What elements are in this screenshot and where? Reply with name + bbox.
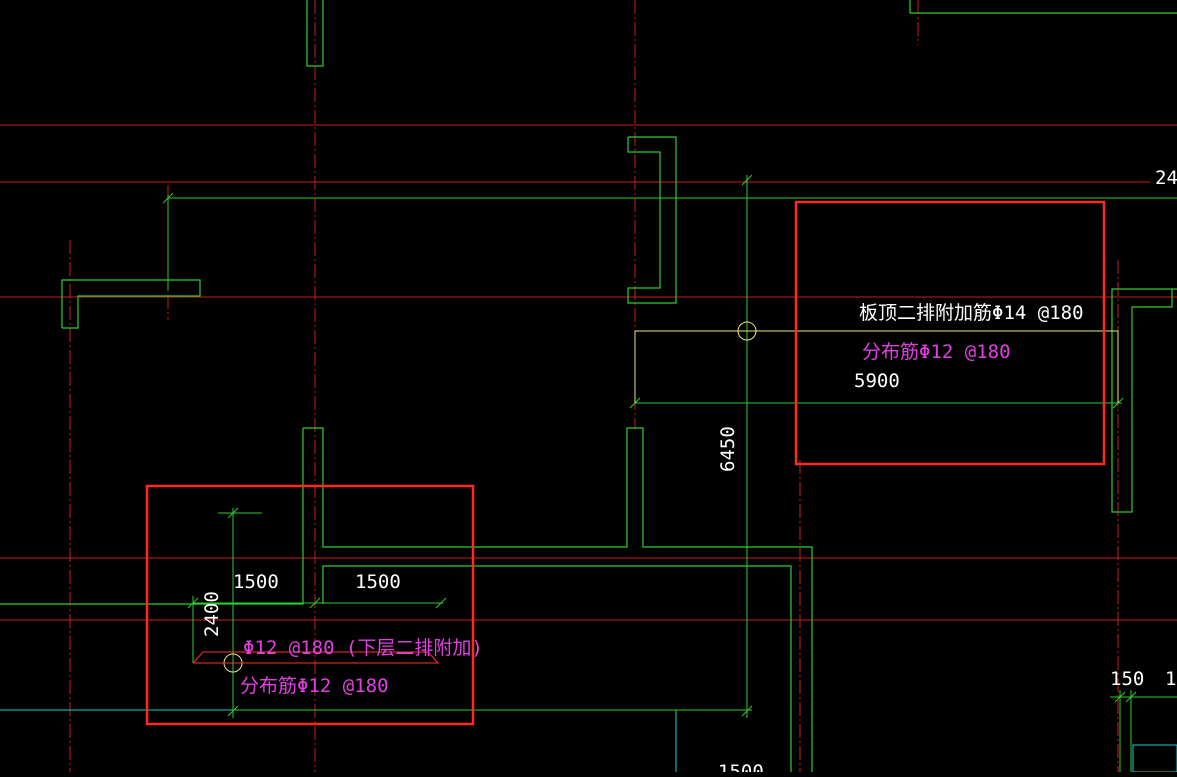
dim-tick <box>162 192 174 204</box>
dim-tick <box>309 597 321 609</box>
label-lower-rebar: Φ12 @180 (下层二排附加) <box>243 637 483 659</box>
highlight-box-right[interactable] <box>794 200 1106 466</box>
wall-top-right <box>909 0 1177 14</box>
cyan-lines <box>0 696 1177 773</box>
label-dim-5900: 5900 <box>854 370 900 392</box>
highlight-boxes <box>145 200 1106 726</box>
dim-tick <box>1125 691 1137 703</box>
label-dim-1500-right: 1500 <box>355 571 401 593</box>
rebar-marker-right <box>737 321 757 341</box>
wall-left-l-shape <box>61 279 201 329</box>
dim-tick <box>741 705 753 717</box>
dim-tick <box>227 507 239 519</box>
label-dim-1500-left: 1500 <box>233 571 279 593</box>
rebar-extent-left <box>192 651 440 664</box>
wall-u-shape <box>303 427 813 772</box>
cyan-box-right <box>1132 744 1177 773</box>
lower-rebar-line <box>192 651 440 664</box>
label-edge-top-right: 24 <box>1155 167 1177 189</box>
wall-inner-run <box>322 565 792 772</box>
wall-bracket <box>627 136 677 304</box>
label-dim-2400: 2400 <box>201 591 223 637</box>
wall-top-stub <box>306 0 324 67</box>
white-labels: 板顶二排附加筋Φ14 @180 5900 1500 1500 150 24 14… <box>201 167 1177 777</box>
horizontal-axis-lines <box>0 124 1177 621</box>
rebar-outline-right <box>634 330 1119 403</box>
highlight-box-left[interactable] <box>145 484 475 726</box>
dim-tick <box>741 174 753 186</box>
label-edge-bottom-right: 14 <box>1165 668 1177 690</box>
magenta-labels: 分布筋Φ12 @180 Φ12 @180 (下层二排附加) 分布筋Φ12 @18… <box>240 341 1011 697</box>
dim-tick <box>1114 691 1126 703</box>
label-slab-top-rebar: 板顶二排附加筋Φ14 @180 <box>859 302 1084 324</box>
dim-tick <box>435 597 447 609</box>
label-distribution-rebar-left: 分布筋Φ12 @180 <box>240 675 389 697</box>
label-distribution-rebar-right: 分布筋Φ12 @180 <box>862 341 1011 363</box>
label-dim-6450: 6450 <box>717 426 739 472</box>
dim-tick <box>187 597 199 609</box>
dimension-lines <box>162 174 1177 772</box>
dim-tick <box>227 705 239 717</box>
label-dim-150: 150 <box>1110 668 1144 690</box>
wall-right-l-shape <box>1111 288 1177 513</box>
label-edge-bottom-center: 1500 <box>718 761 764 772</box>
